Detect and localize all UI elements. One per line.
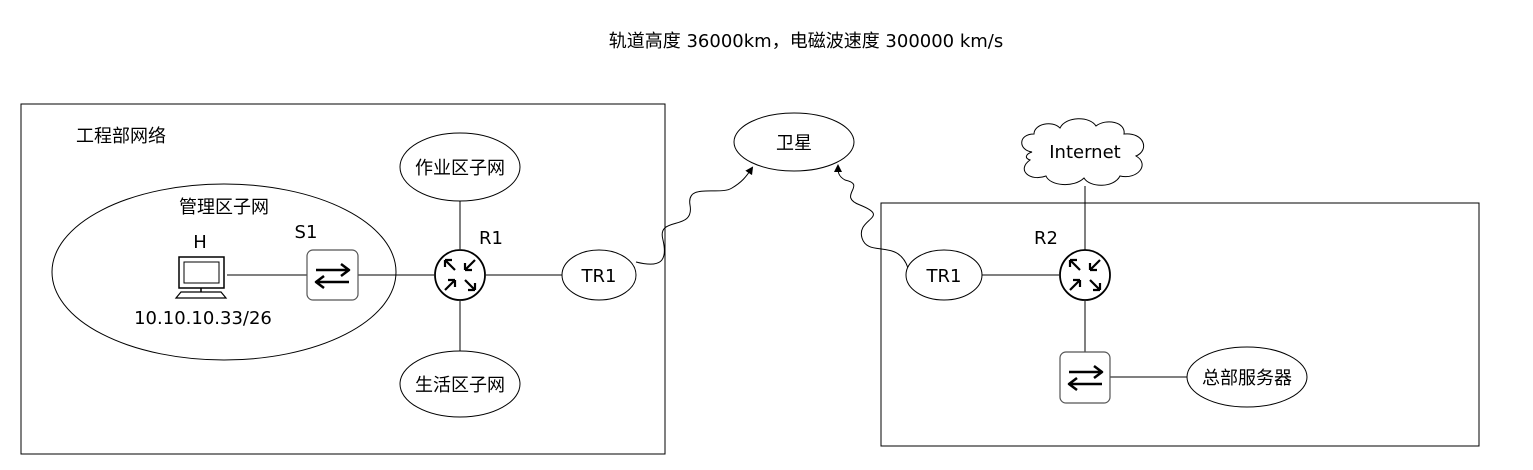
internet-label: Internet [1049,142,1120,163]
router-r1-label: R1 [479,228,503,249]
hq-server-label: 总部服务器 [1202,368,1292,389]
switch-s1-label: S1 [295,222,318,243]
right-terminal-ellipse [905,249,983,301]
engineering-network-title: 工程部网络 [76,126,166,147]
wireless-link-right [834,164,909,269]
life-subnet-label: 生活区子网 [415,375,505,396]
work-subnet-label: 作业区子网 [415,158,505,179]
engineering-network-box [20,103,666,455]
headquarters-network-box [880,202,1480,447]
life-subnet-ellipse [399,350,521,418]
satellite-ellipse [733,112,855,172]
switch-hq-icon [1059,351,1111,404]
router-r2-label: R2 [1034,228,1058,249]
internet-cloud-icon [1021,118,1145,186]
router-r2-icon [1059,249,1111,301]
router-r1-icon [434,249,486,301]
host-ip-label: 10.10.10.33/26 [134,308,272,329]
satellite-label: 卫星 [776,133,812,154]
diagram-title: 轨道高度 36000km，电磁波速度 300000 km/s [609,31,1004,52]
wireless-link-left [635,166,754,265]
hq-server-ellipse [1186,346,1308,408]
host-label: H [193,232,207,253]
work-subnet-ellipse [399,132,521,202]
left-terminal-label: TR1 [581,266,617,287]
switch-s1-icon [306,249,359,301]
host-computer-icon [174,256,228,299]
left-terminal-ellipse [561,249,637,301]
right-terminal-label: TR1 [926,266,962,287]
management-subnet-label: 管理区子网 [179,197,269,218]
management-subnet-ellipse [51,183,397,361]
